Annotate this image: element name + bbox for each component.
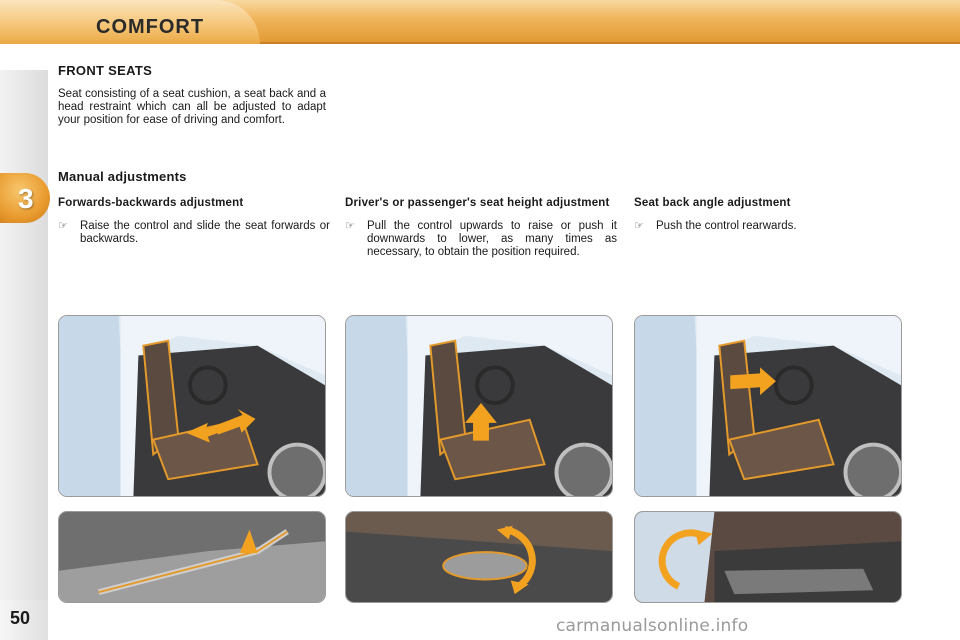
chapter-number: 3 — [18, 183, 34, 214]
section-heading-front-seats: FRONT SEATS — [58, 63, 153, 78]
car-interior-illustration-forwards-backwards — [58, 315, 326, 497]
hand-pointer-icon: ☞ — [345, 220, 355, 232]
side-rail — [0, 70, 48, 640]
bullet-text: Raise the control and slide the seat for… — [80, 220, 330, 245]
page-title: COMFORT — [96, 16, 205, 38]
column-title: Forwards-backwards adjustment — [58, 197, 244, 209]
bullet-item: ☞ Push the control rearwards. — [634, 220, 906, 233]
watermark: carmanualsonline.info — [556, 616, 749, 636]
seat-rail-control-detail — [58, 511, 326, 603]
chapter-tab[interactable]: 3 — [0, 173, 50, 223]
header-tab — [0, 0, 260, 44]
bullet-item: ☞ Pull the control upwards to raise or p… — [345, 220, 617, 259]
seat-back-lever-detail — [634, 511, 902, 603]
hand-pointer-icon: ☞ — [58, 220, 68, 232]
intro-paragraph: Seat consisting of a seat cushion, a sea… — [58, 88, 326, 126]
car-interior-illustration-seat-back-angle — [634, 315, 902, 497]
hand-pointer-icon: ☞ — [634, 220, 644, 232]
column-title: Seat back angle adjustment — [634, 197, 791, 209]
bullet-item: ☞ Raise the control and slide the seat f… — [58, 220, 330, 246]
column-title: Driver's or passenger's seat height adju… — [345, 197, 610, 209]
seat-height-lever-detail — [345, 511, 613, 603]
bullet-text: Pull the control upwards to raise or pus… — [367, 220, 617, 258]
bullet-text: Push the control rearwards. — [656, 220, 797, 232]
car-interior-illustration-seat-height — [345, 315, 613, 497]
column-seat-height: Driver's or passenger's seat height adju… — [345, 197, 617, 259]
column-forwards-backwards: Forwards-backwards adjustment ☞ Raise th… — [58, 197, 330, 246]
page-number-box: 50 — [0, 600, 48, 640]
page-number: 50 — [10, 608, 31, 628]
section-heading-manual: Manual adjustments — [58, 169, 187, 184]
column-seat-back-angle: Seat back angle adjustment ☞ Push the co… — [634, 197, 906, 233]
